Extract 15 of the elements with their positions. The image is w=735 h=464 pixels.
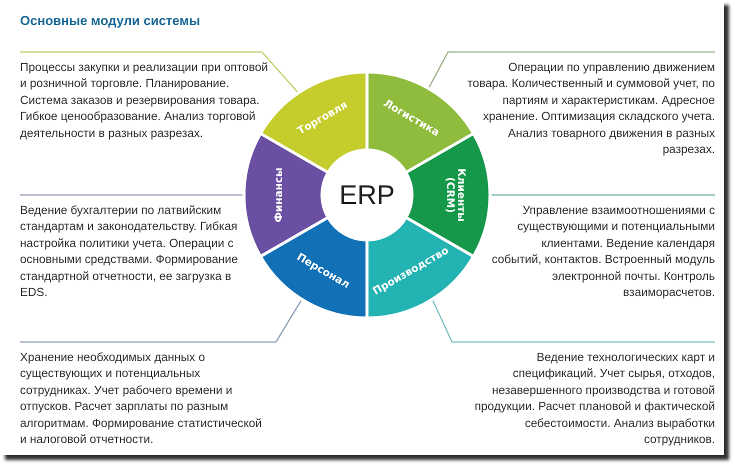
description-text: Ведение бухгалтерии по латвийским стандартам и законодательству. Гибкая настройка политики учета. Операции с основными средствами. Формирование стандартной отчетности, ее загрузка в EDS. bbox=[20, 195, 260, 300]
leader-line bbox=[20, 194, 243, 196]
leader-line bbox=[428, 51, 715, 88]
leader-line bbox=[432, 300, 715, 343]
leader-line bbox=[20, 300, 302, 343]
center-label: ERP bbox=[339, 180, 395, 210]
description-text: Процессы закупки и реализации при оптовой и розничной торговле. Планирование. Система заказов и резервирования товара. Гибкое ценообразование. Анализ торговой деятельности в разных разрезах. bbox=[20, 52, 270, 142]
title: Основные модули системы bbox=[20, 13, 200, 28]
description-text: Хранение необходимых данных о существующих и потенциальных сотрудниках. Учет рабочего времени и отпусков. Расчет зарплаты по разным алгоритмам. Формирование статистической и налоговой отчетности. bbox=[20, 342, 270, 448]
description-text: Управление взаимоотношениями с существующими и потенциальными клиентами. Ведение календаря событий, контактов. Встроенный модуль электронной почты. Контроль взаиморасчетов. bbox=[490, 195, 715, 300]
leader-line bbox=[491, 194, 715, 196]
description-text: Операции по управлению движением товара. Количественный и суммовой учет, по партиям и характеристикам. Адресное хранение. Оптимизация складского учета. Анализ товарного движения в разных разрезах. bbox=[465, 52, 715, 158]
segment-label: Финансы bbox=[272, 166, 286, 225]
leader-line bbox=[20, 51, 298, 93]
description-text: Ведение технологических карт и спецификаций. Учет сырья, отходов, незавершенного производства и готовой продукции. Расчет плановой и фактической себестоимости. Анализ выработки сотрудников. bbox=[465, 342, 715, 448]
